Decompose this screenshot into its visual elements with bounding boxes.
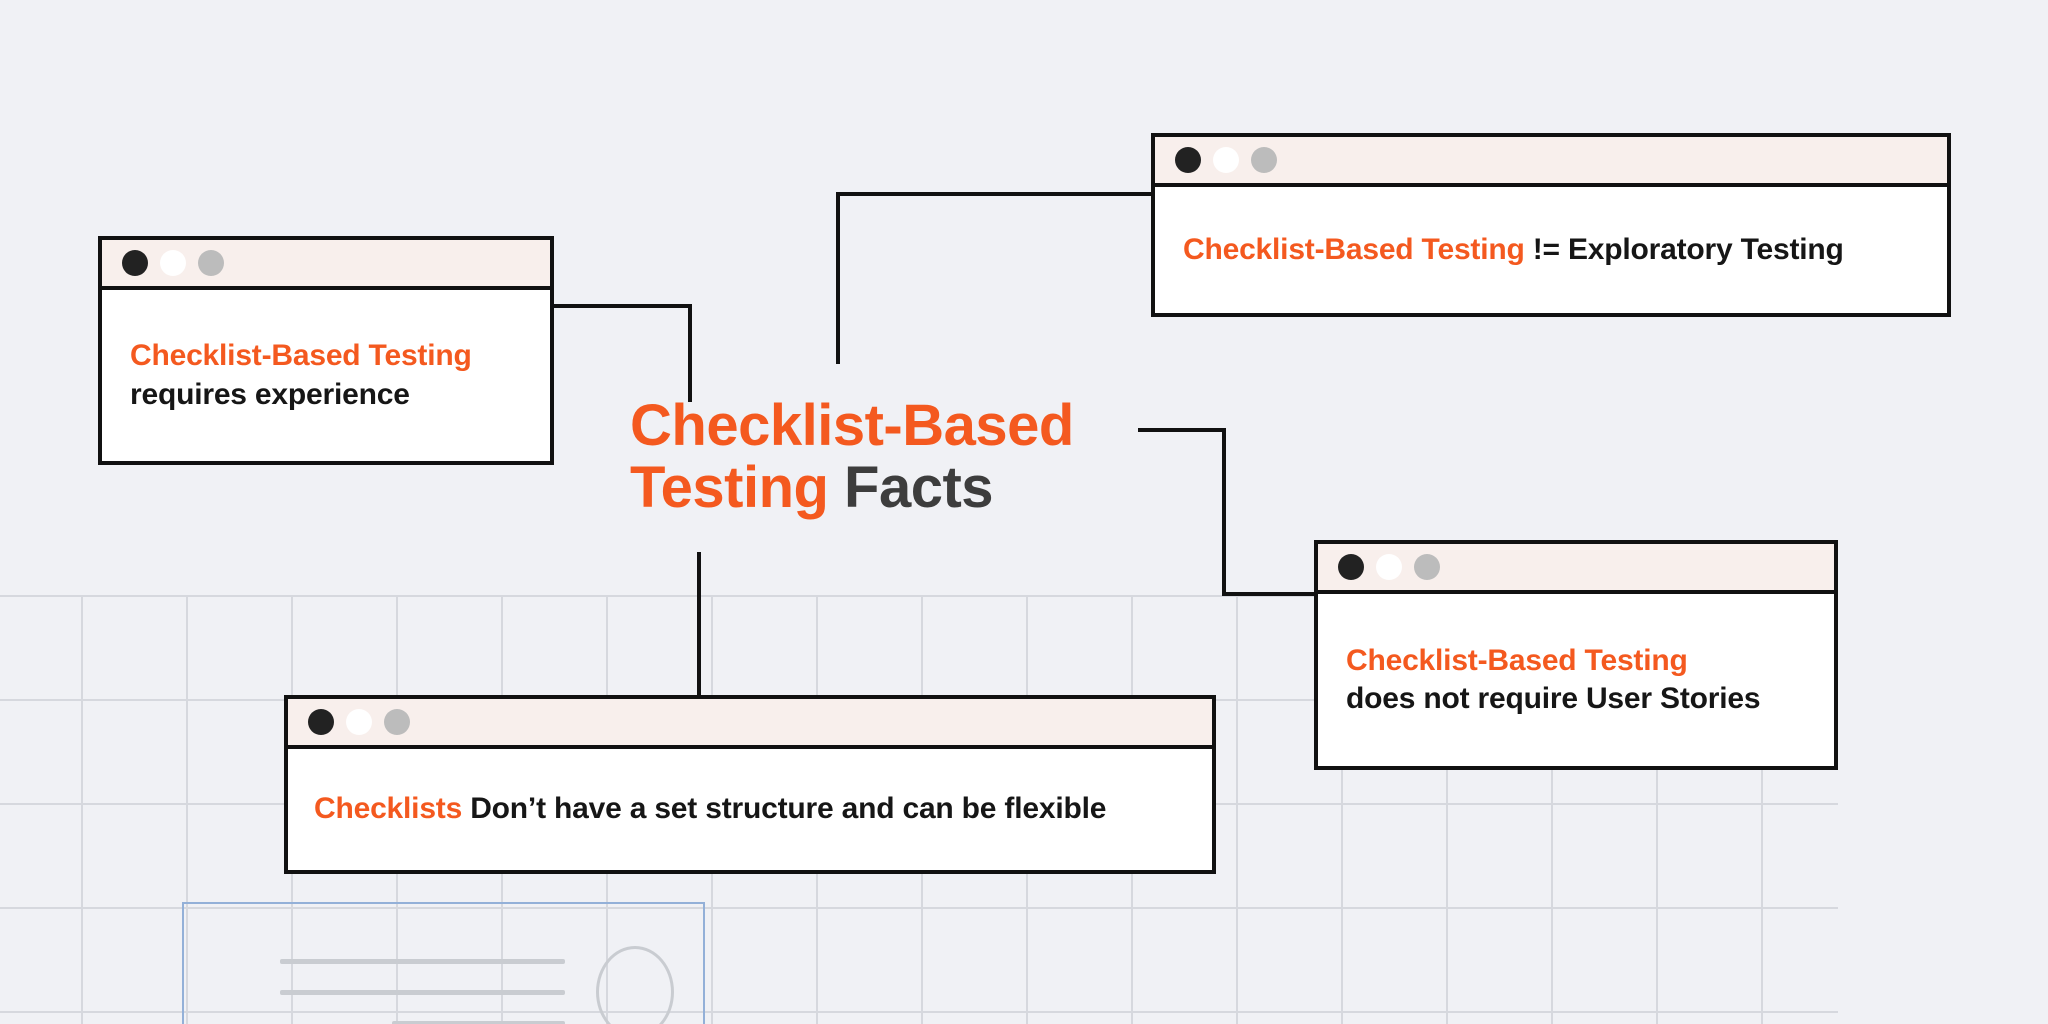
- connector-topright-vertical: [836, 192, 840, 364]
- wireframe-circle-icon: [596, 946, 674, 1024]
- card-text-plain: does not require User Stories: [1346, 682, 1761, 715]
- connector-right-vertical: [1222, 428, 1226, 596]
- wireframe-text-line: [392, 1021, 565, 1024]
- card-text-accent: Checklist-Based Testing: [1183, 232, 1525, 266]
- maximize-dot-icon[interactable]: [1251, 147, 1277, 173]
- fact-card-no-user-stories[interactable]: Checklist-Based Testing does not require…: [1314, 540, 1838, 770]
- close-dot-icon[interactable]: [308, 709, 334, 735]
- connector-right-horizontal-upper: [1138, 428, 1226, 432]
- maximize-dot-icon[interactable]: [198, 250, 224, 276]
- card-text: Checklist-Based Testing requires experie…: [130, 337, 472, 414]
- card-titlebar: [288, 699, 1212, 749]
- card-body: Checklist-Based Testing != Exploratory T…: [1155, 187, 1947, 313]
- card-text-plain: != Exploratory Testing: [1524, 232, 1844, 266]
- background-grid-top-rule: [0, 595, 1838, 597]
- wireframe-placeholder-card: [182, 902, 705, 1024]
- card-text-accent: Checklists: [314, 792, 463, 826]
- card-text-plain: requires experience: [130, 377, 410, 411]
- card-body: Checklist-Based Testing requires experie…: [102, 290, 550, 461]
- fact-card-flexible-structure[interactable]: Checklists Don’t have a set structure an…: [284, 695, 1216, 874]
- minimize-dot-icon[interactable]: [1213, 147, 1239, 173]
- wireframe-text-line: [280, 959, 565, 964]
- card-body: Checklists Don’t have a set structure an…: [288, 749, 1212, 870]
- card-body: Checklist-Based Testing does not require…: [1318, 594, 1834, 766]
- card-text: Checklist-Based Testing != Exploratory T…: [1183, 231, 1844, 269]
- connector-left-horizontal: [552, 304, 692, 308]
- fact-card-requires-experience[interactable]: Checklist-Based Testing requires experie…: [98, 236, 554, 465]
- minimize-dot-icon[interactable]: [160, 250, 186, 276]
- minimize-dot-icon[interactable]: [1376, 554, 1402, 580]
- wireframe-text-line: [280, 990, 565, 995]
- card-text: Checklists Don’t have a set structure an…: [314, 790, 1106, 828]
- card-text-accent: Checklist-Based Testing: [130, 339, 472, 373]
- close-dot-icon[interactable]: [1175, 147, 1201, 173]
- connector-left-vertical: [688, 304, 692, 402]
- connector-topright-horizontal: [836, 192, 1154, 196]
- card-titlebar: [102, 240, 550, 290]
- card-text-plain: Don’t have a set structure and can be fl…: [462, 792, 1107, 826]
- connector-right-horizontal-lower: [1222, 592, 1318, 596]
- maximize-dot-icon[interactable]: [384, 709, 410, 735]
- page-title: Checklist-Based Testing Facts: [630, 393, 1150, 521]
- minimize-dot-icon[interactable]: [346, 709, 372, 735]
- close-dot-icon[interactable]: [122, 250, 148, 276]
- card-text: Checklist-Based Testing does not require…: [1346, 642, 1761, 719]
- card-titlebar: [1155, 137, 1947, 187]
- card-text-accent: Checklist-Based Testing: [1346, 643, 1688, 677]
- card-titlebar: [1318, 544, 1834, 594]
- page-title-accent: Checklist-Based Testing: [630, 393, 1074, 521]
- close-dot-icon[interactable]: [1338, 554, 1364, 580]
- page-title-rest: Facts: [828, 455, 994, 521]
- maximize-dot-icon[interactable]: [1414, 554, 1440, 580]
- fact-card-not-exploratory-testing[interactable]: Checklist-Based Testing != Exploratory T…: [1151, 133, 1951, 317]
- connector-bottom-vertical: [697, 552, 701, 698]
